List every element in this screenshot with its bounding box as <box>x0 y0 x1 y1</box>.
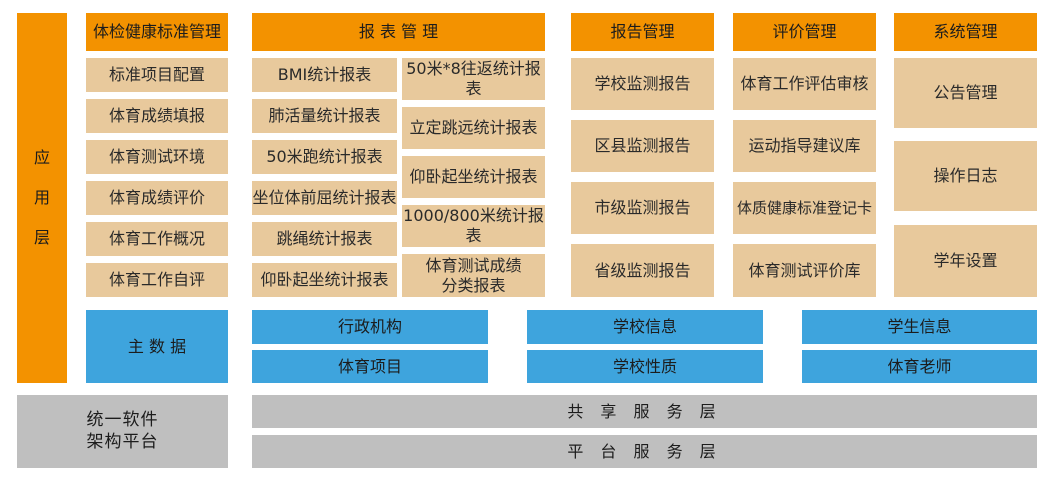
report-table-item: 1000/800米统计报表 <box>402 205 545 247</box>
report-header: 报告管理 <box>571 13 714 51</box>
report-table-item: 50米跑统计报表 <box>252 140 397 174</box>
app-layer-char: 应 <box>33 148 50 167</box>
unified-platform-label: 统一软件 架构平台 <box>17 395 228 468</box>
master-data-item: 学校信息 <box>527 310 763 344</box>
system-header: 系统管理 <box>894 13 1037 51</box>
health-standard-header: 体检健康标准管理 <box>86 13 228 51</box>
master-data-item: 行政机构 <box>252 310 488 344</box>
report-table-item: 肺活量统计报表 <box>252 99 397 133</box>
system-item: 操作日志 <box>894 141 1037 211</box>
report-table-item: 跳绳统计报表 <box>252 222 397 256</box>
health-standard-item: 体育成绩评价 <box>86 181 228 215</box>
report-table-item: 坐位体前屈统计报表 <box>252 181 397 215</box>
evaluation-item: 体质健康标准登记卡 <box>733 182 876 234</box>
report-table-item: 立定跳远统计报表 <box>402 107 545 149</box>
report-item: 区县监测报告 <box>571 120 714 172</box>
report-item: 市级监测报告 <box>571 182 714 234</box>
system-item: 公告管理 <box>894 58 1037 128</box>
health-standard-item: 体育测试环境 <box>86 140 228 174</box>
shared-service-layer: 共 享 服 务 层 <box>252 395 1037 428</box>
report-table-item: BMI统计报表 <box>252 58 397 92</box>
app-layer-char: 层 <box>33 228 50 247</box>
health-standard-item: 体育成绩填报 <box>86 99 228 133</box>
system-item: 学年设置 <box>894 225 1037 297</box>
master-data-item: 学校性质 <box>527 350 763 383</box>
evaluation-item: 运动指导建议库 <box>733 120 876 172</box>
report-table-item: 仰卧起坐统计报表 <box>402 156 545 198</box>
master-data-label: 主 数 据 <box>86 310 228 383</box>
report-table-item: 50米*8往返统计报表 <box>402 58 545 100</box>
evaluation-header: 评价管理 <box>733 13 876 51</box>
health-standard-item: 标准项目配置 <box>86 58 228 92</box>
report-item: 学校监测报告 <box>571 58 714 110</box>
health-standard-item: 体育工作概况 <box>86 222 228 256</box>
report-table-item: 仰卧起坐统计报表 <box>252 263 397 297</box>
report-table-item: 体育测试成绩 分类报表 <box>402 254 545 297</box>
report-mgmt-header: 报 表 管 理 <box>252 13 545 51</box>
report-item: 省级监测报告 <box>571 244 714 297</box>
app-layer-char: 用 <box>33 188 50 207</box>
platform-service-layer: 平 台 服 务 层 <box>252 435 1037 468</box>
evaluation-item: 体育工作评估审核 <box>733 58 876 110</box>
application-layer-label: 应 用 层 <box>17 13 67 383</box>
master-data-item: 体育老师 <box>802 350 1037 383</box>
health-standard-item: 体育工作自评 <box>86 263 228 297</box>
master-data-item: 体育项目 <box>252 350 488 383</box>
master-data-item: 学生信息 <box>802 310 1037 344</box>
evaluation-item: 体育测试评价库 <box>733 244 876 297</box>
